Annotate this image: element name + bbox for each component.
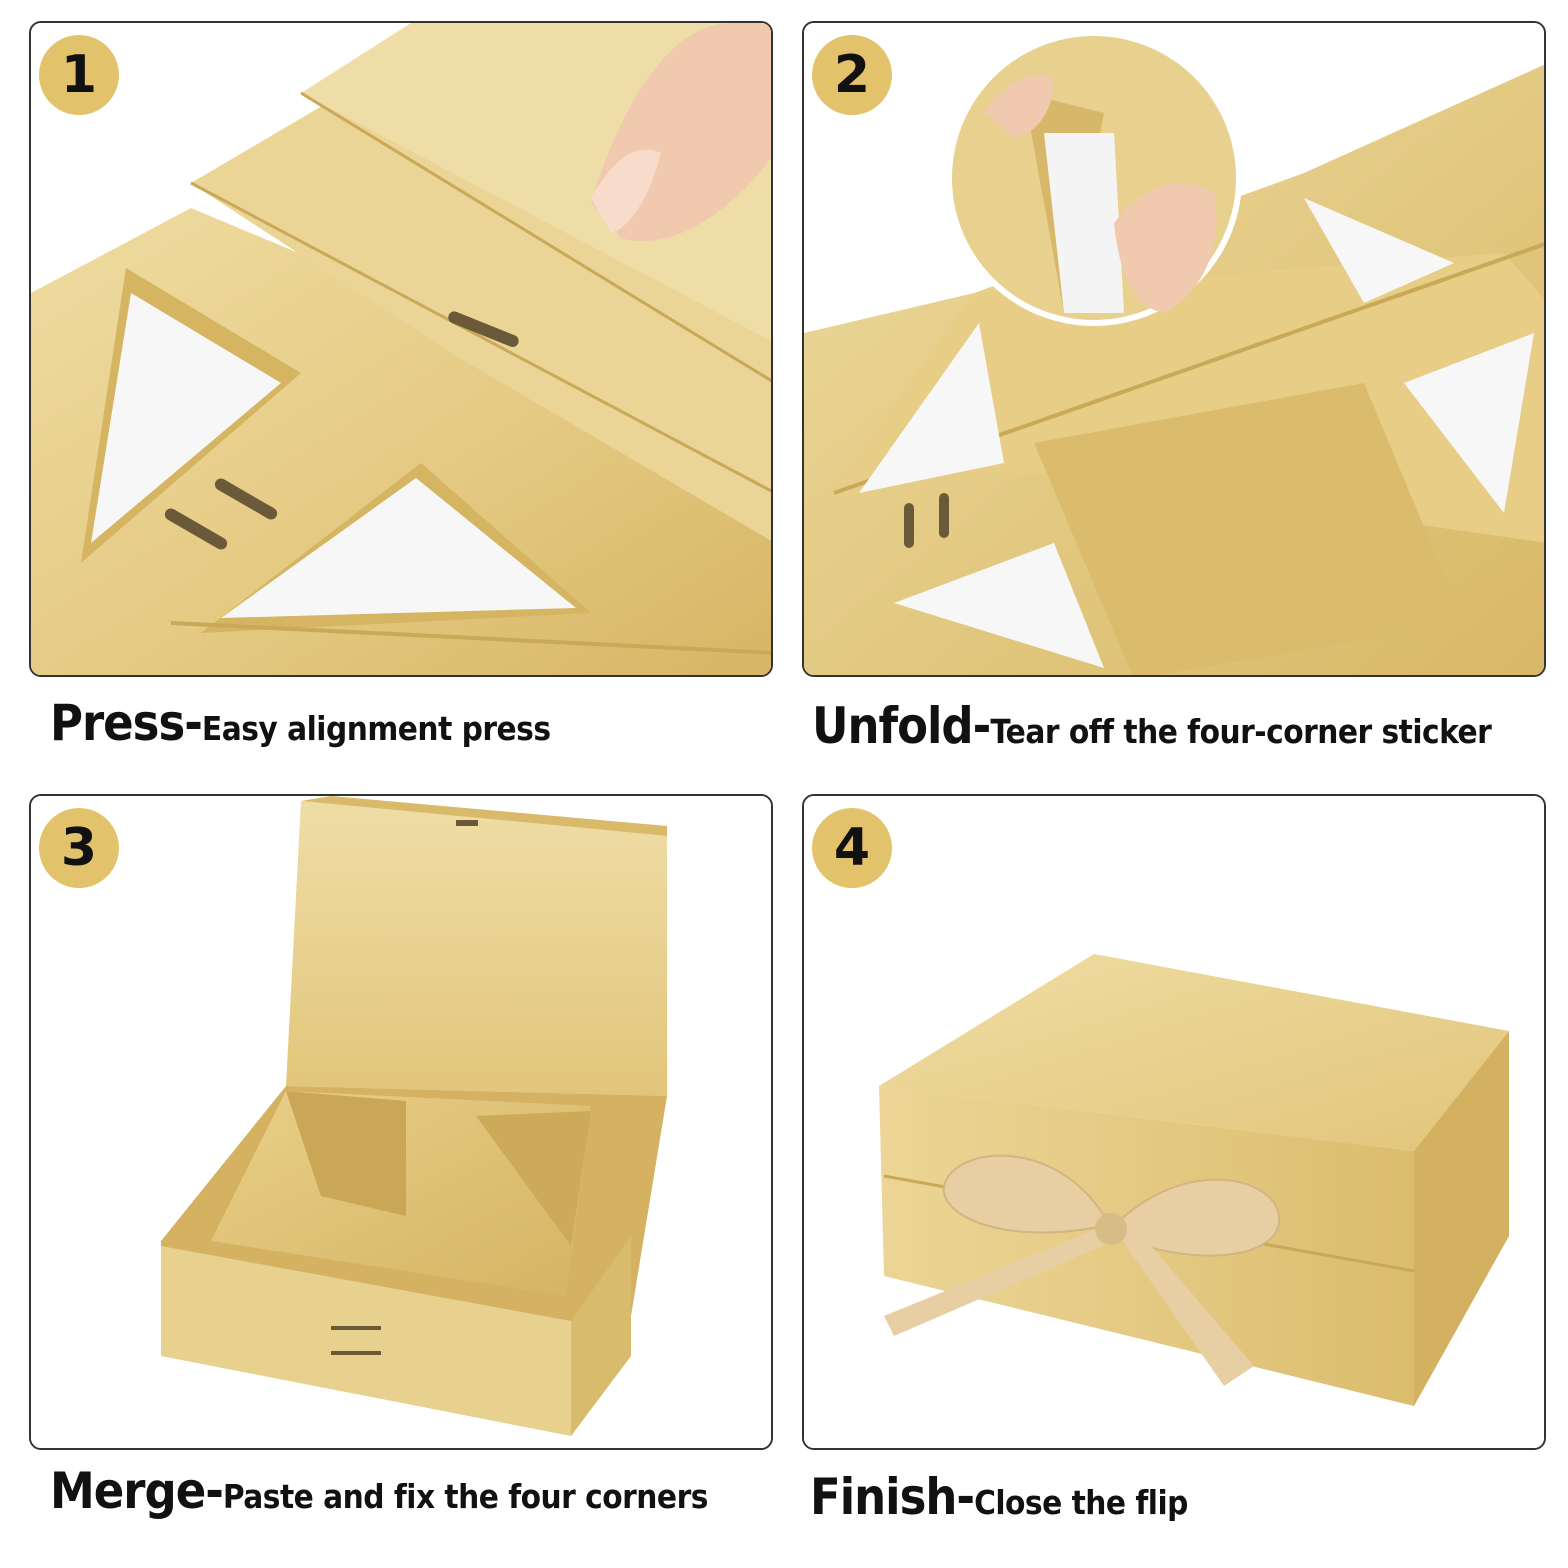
ribbon-left-tail [884, 1226, 1114, 1336]
ribbon-left-loop [942, 1154, 1105, 1234]
step-2-caption: Unfold-Tear off the four-corner sticker [812, 697, 1492, 755]
step-3-description: Paste and fix the four corners [222, 1477, 709, 1516]
step-2-description: Tear off the four-corner sticker [990, 712, 1492, 751]
unfold-sticker-illustration [804, 23, 1544, 675]
flat-box-press-illustration [31, 23, 771, 675]
step-2-panel: 2 [802, 21, 1546, 677]
ribbon-right-tail [1119, 1226, 1254, 1386]
step-1-title: Press- [50, 694, 203, 752]
closed-box-ribbon-illustration [804, 796, 1544, 1448]
ribbon-right-loop [1113, 1178, 1281, 1257]
step-3-badge: 3 [39, 808, 119, 888]
step-4-title: Finish- [810, 1468, 975, 1526]
step-4-badge: 4 [812, 808, 892, 888]
step-1-number: 1 [60, 45, 98, 105]
step-3-title: Merge- [50, 1462, 224, 1520]
open-box-illustration [31, 796, 771, 1448]
step-1-description: Easy alignment press [201, 709, 551, 748]
step-1-caption: Press-Easy alignment press [50, 694, 551, 752]
step-4-caption: Finish-Close the flip [810, 1468, 1188, 1526]
step-3-panel: 3 [29, 794, 773, 1450]
step-4-number: 4 [833, 818, 871, 878]
step-1-badge: 1 [39, 35, 119, 115]
step-4-panel: 4 [802, 794, 1546, 1450]
step-2-title: Unfold- [812, 697, 991, 755]
step-3-caption: Merge-Paste and fix the four corners [50, 1462, 708, 1520]
step-4-description: Close the flip [974, 1483, 1188, 1522]
step-1-panel: 1 [29, 21, 773, 677]
step-2-badge: 2 [812, 35, 892, 115]
step-3-number: 3 [60, 818, 98, 878]
step-2-number: 2 [833, 45, 871, 105]
